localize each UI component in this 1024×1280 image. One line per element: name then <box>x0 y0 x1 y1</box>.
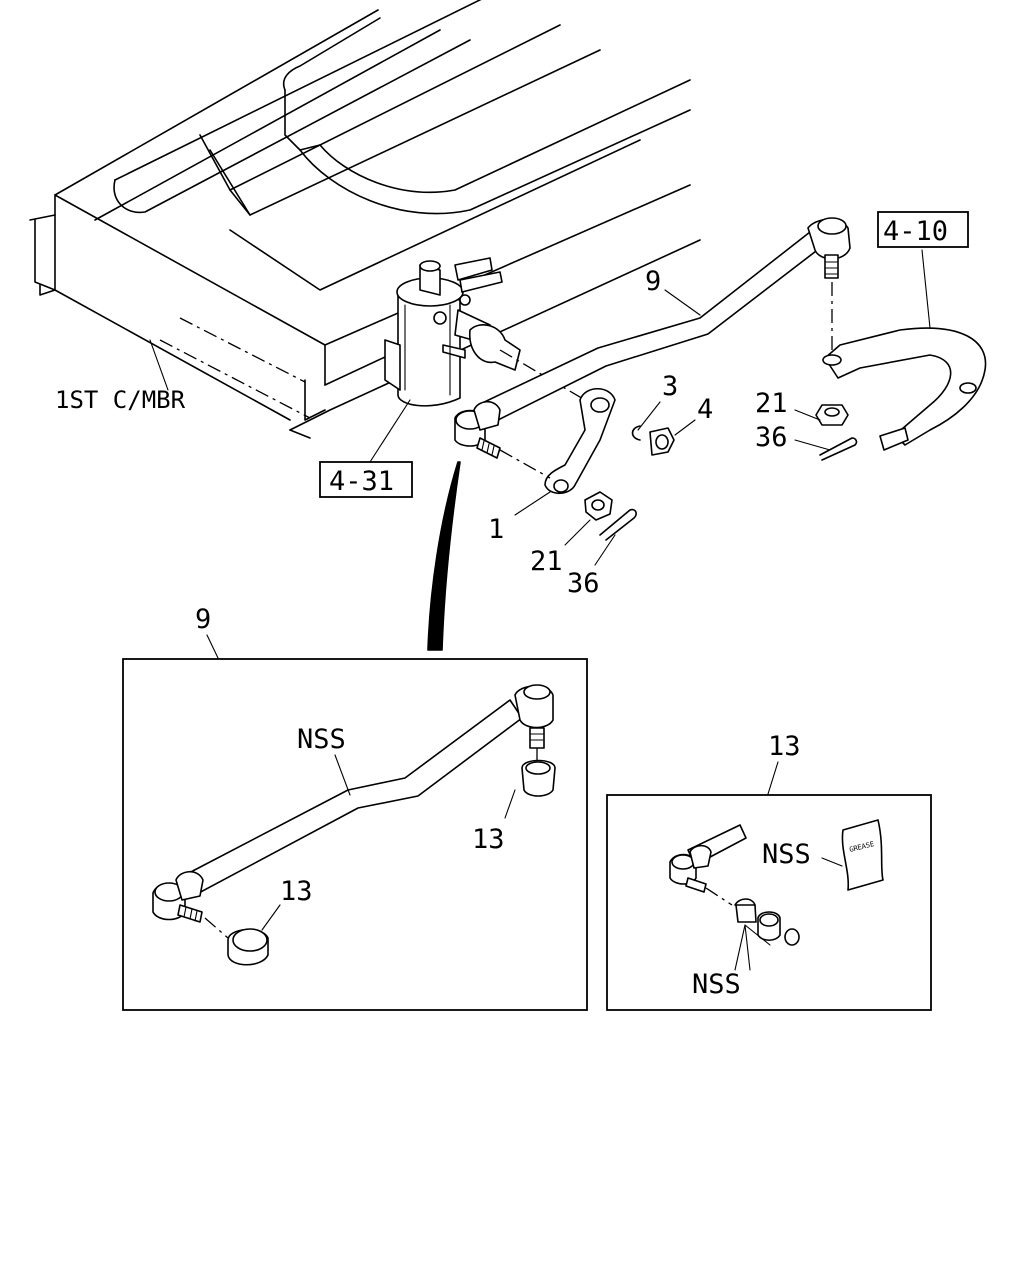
drag-link <box>454 217 851 459</box>
detail-drag-link-title: 9 <box>195 604 211 635</box>
steering-gear-box <box>384 257 586 407</box>
detail-drag-link-boot-upper: 13 <box>472 824 505 855</box>
frame-cross-member <box>29 0 701 439</box>
label-pin-36-right: 36 <box>755 422 788 453</box>
label-nut-21-left: 21 <box>530 546 563 577</box>
detail-boot-nss-grease: NSS <box>762 839 811 870</box>
leader-lines <box>149 249 931 651</box>
ref-box-gear <box>319 461 413 498</box>
label-pin-36-left: 36 <box>567 568 600 599</box>
detail-boot-nss-parts: NSS <box>692 969 741 1000</box>
label-nut-4: 4 <box>697 394 713 425</box>
ref-box-knuckle <box>877 211 969 248</box>
knuckle-arm <box>815 282 987 461</box>
label-drag-link: 9 <box>645 266 661 297</box>
detail-drag-link-nss: NSS <box>297 724 346 755</box>
detail-drag-link: 9 NSS 13 13 <box>122 604 588 1011</box>
label-snap-ring: 3 <box>662 371 678 402</box>
label-ref-gear: 4-31 <box>329 466 394 497</box>
detail-boot-title: 13 <box>768 731 801 762</box>
label-frame-member: 1ST C/MBR <box>55 386 186 414</box>
pitman-hardware <box>584 425 675 541</box>
label-pitman-arm: 1 <box>488 514 504 545</box>
detail-boot: 13 GREASE NSS NSS <box>606 731 932 1011</box>
label-ref-knuckle: 4-10 <box>883 216 948 247</box>
label-nut-21-right: 21 <box>755 388 788 419</box>
detail-drag-link-boot-lower: 13 <box>280 876 313 907</box>
pitman-arm <box>499 387 616 495</box>
